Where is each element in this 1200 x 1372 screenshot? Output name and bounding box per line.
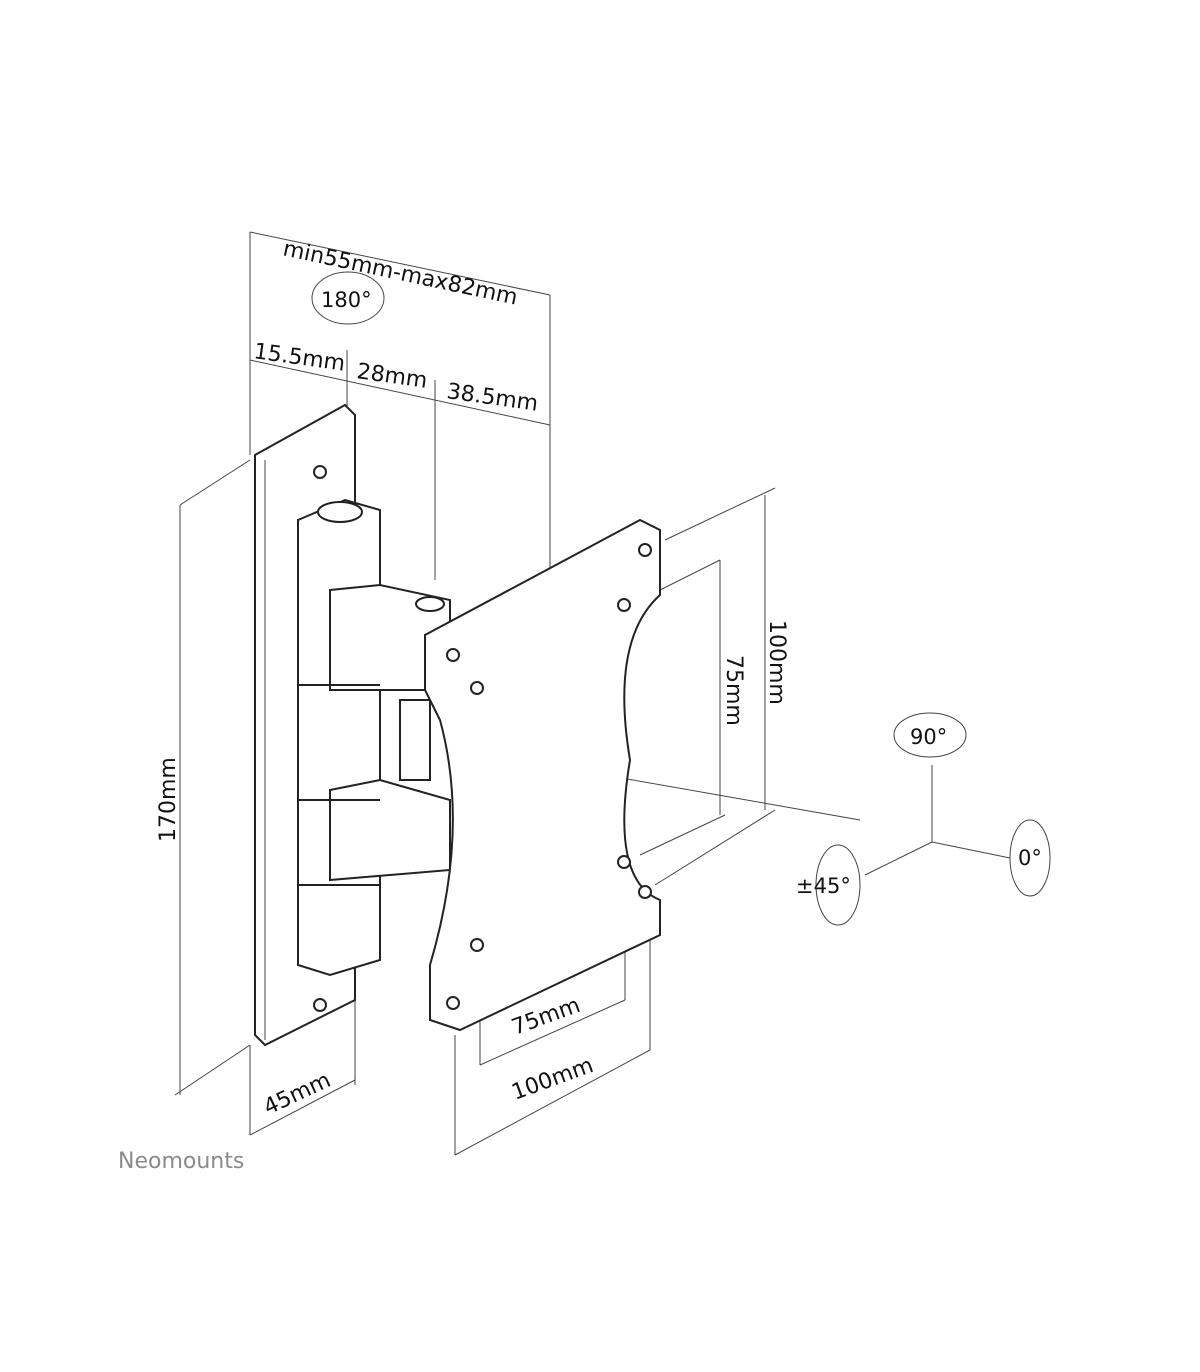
dimension-lines bbox=[174, 231, 861, 1156]
swing-arm bbox=[297, 498, 451, 977]
swivel-ellipse bbox=[311, 271, 385, 325]
wall-plate-width-label: 45mm bbox=[260, 1068, 335, 1121]
vesa-v-small-label: 75mm bbox=[721, 655, 746, 726]
depth-range-label: min55mm-max82mm bbox=[281, 236, 520, 310]
rotate-ellipse bbox=[893, 712, 967, 758]
level-ellipse bbox=[1009, 819, 1051, 897]
brand-logo: Neomounts bbox=[118, 1149, 244, 1174]
vesa-h-large-label: 100mm bbox=[509, 1053, 597, 1106]
wall-plate-height-label: 170mm bbox=[156, 757, 181, 842]
rotation-axes bbox=[311, 271, 1051, 926]
tilt-label: ±45° bbox=[796, 874, 851, 898]
seg2-label: 28mm bbox=[355, 359, 429, 394]
swivel-label: 180° bbox=[321, 288, 372, 312]
level-label: 0° bbox=[1018, 846, 1042, 870]
vesa-v-large-label: 100mm bbox=[764, 620, 789, 705]
seg3-label: 38.5mm bbox=[445, 379, 539, 417]
rotate-label: 90° bbox=[910, 725, 947, 749]
vesa-plate bbox=[424, 518, 661, 1032]
tilt-ellipse bbox=[815, 844, 861, 926]
